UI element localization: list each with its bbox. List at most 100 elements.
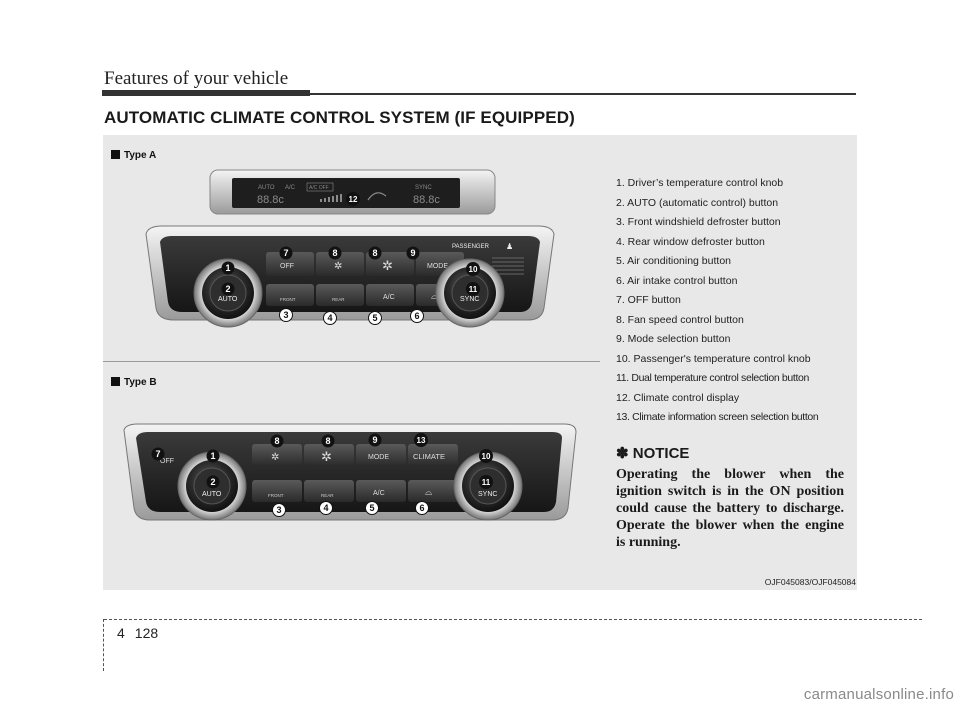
notice-body: Operating the blower when the ignition s…	[616, 467, 844, 550]
svg-text:9: 9	[372, 435, 377, 445]
callout-4: 4	[323, 311, 337, 325]
ac-button[interactable]	[356, 480, 406, 502]
callout-8a: 8	[328, 246, 342, 260]
svg-text:10: 10	[482, 452, 491, 461]
car-recirculation-icon: ⌓	[431, 291, 438, 301]
callout-10: 10	[479, 449, 493, 463]
svg-text:CLIMATE: CLIMATE	[413, 452, 445, 461]
fan-small-icon: ✲	[334, 261, 342, 272]
callout-7: 7	[279, 246, 293, 260]
svg-text:11: 11	[469, 285, 478, 294]
list-item: 1. Driver’s temperature control knob	[616, 177, 784, 189]
svg-text:MODE: MODE	[427, 263, 448, 270]
callout-3: 3	[279, 308, 293, 322]
list-item: 4. Rear window defroster button	[616, 235, 765, 248]
svg-text:7: 7	[155, 449, 160, 459]
section-heading: AUTOMATIC CLIMATE CONTROL SYSTEM (IF EQU…	[104, 108, 575, 127]
svg-text:2: 2	[225, 284, 230, 294]
svg-text:13: 13	[417, 436, 426, 445]
callout-8b: 8	[321, 434, 335, 448]
svg-text:REAR: REAR	[321, 493, 334, 498]
square-bullet-icon	[111, 377, 120, 386]
svg-text:12: 12	[349, 195, 358, 204]
callout-7: 7	[151, 447, 165, 461]
display-auto-indicator: AUTO	[258, 185, 275, 191]
climate-button[interactable]	[408, 444, 458, 466]
list-item: 12. Climate control display	[616, 391, 740, 404]
svg-text:8: 8	[325, 436, 330, 446]
fan-speed-up-button[interactable]	[304, 444, 354, 466]
svg-text:1: 1	[210, 451, 215, 461]
callout-9: 9	[368, 433, 382, 447]
svg-text:REAR: REAR	[332, 297, 345, 302]
rear-defrost-button[interactable]	[304, 480, 354, 502]
type-a-label: Type A	[111, 150, 156, 161]
callout-5: 5	[368, 311, 382, 325]
parts-list: 1. Driver’s temperature control knob 2. …	[616, 176, 852, 430]
type-b-label: Type B	[111, 377, 157, 388]
list-item: 6. Air intake control button	[616, 274, 738, 287]
svg-text:3: 3	[276, 505, 281, 515]
display-ac-indicator: A/C	[285, 185, 296, 191]
front-defrost-button[interactable]	[252, 480, 302, 502]
list-item: 7. OFF button	[616, 294, 681, 306]
svg-text:5: 5	[372, 313, 377, 323]
callout-1: 1	[206, 449, 220, 463]
svg-text:7: 7	[283, 248, 288, 258]
svg-text:SYNC: SYNC	[478, 491, 497, 498]
display-airflow-icon	[367, 192, 387, 201]
svg-text:OFF: OFF	[280, 263, 294, 270]
fan-speed-down-button[interactable]	[252, 444, 302, 466]
callout-8a: 8	[270, 434, 284, 448]
callout-2: 2	[221, 282, 235, 296]
front-defrost-button[interactable]	[266, 284, 314, 306]
list-item: 8. Fan speed control button	[616, 313, 744, 326]
figure-code: OJF045083/OJF045084	[764, 577, 856, 587]
callout-1: 1	[221, 261, 235, 275]
rear-defrost-button[interactable]	[316, 284, 364, 306]
fan-level-bars	[320, 194, 342, 202]
display-ac-off-indicator: A/C OFF	[309, 185, 329, 191]
fan-speed-down-button[interactable]	[316, 252, 364, 276]
svg-text:A/C: A/C	[383, 294, 395, 301]
header-rule-thick	[102, 90, 310, 96]
list-item: 5. Air conditioning button	[616, 255, 731, 267]
callout-2: 2	[206, 475, 220, 489]
notice-asterisk-icon: ✽	[616, 445, 629, 462]
svg-text:AUTO: AUTO	[202, 491, 222, 498]
callout-6: 6	[415, 501, 429, 515]
svg-text:10: 10	[469, 265, 478, 274]
display-sync-indicator: SYNC	[415, 185, 432, 191]
notice-title: ✽ NOTICE	[616, 445, 690, 462]
display-ac-off-box	[306, 182, 334, 192]
type-a-illustration: AUTO A/C A/C OFF SYNC 88.8c 88.8c OFF ✲ …	[145, 169, 555, 328]
svg-text:11: 11	[482, 478, 491, 487]
header-rule-thin	[310, 93, 856, 95]
svg-text:1: 1	[225, 263, 230, 273]
svg-text:AUTO: AUTO	[218, 296, 238, 303]
list-item: 3. Front windshield defroster button	[616, 216, 781, 228]
list-item: 11. Dual temperature control selection b…	[616, 372, 810, 384]
svg-text:SYNC: SYNC	[460, 296, 479, 303]
off-button[interactable]	[266, 252, 314, 276]
air-intake-button[interactable]	[408, 480, 458, 502]
svg-text:FRONT: FRONT	[268, 493, 284, 498]
display-left-temp: 88.8c	[257, 194, 284, 206]
passenger-seat-icon: ♟	[506, 242, 513, 251]
svg-text:5: 5	[369, 503, 374, 513]
ac-button[interactable]	[366, 284, 414, 306]
callout-3: 3	[272, 503, 286, 517]
callout-12: 12	[346, 192, 360, 206]
passenger-label: PASSENGER	[452, 244, 490, 250]
off-button-label[interactable]: OFF	[160, 458, 174, 465]
list-item: 9. Mode selection button	[616, 333, 731, 345]
type-b-illustration: OFF ✲ ✲ MODE CLIMATE FRONT REAR A/C ⌓ AU…	[123, 423, 577, 521]
svg-text:8: 8	[274, 436, 279, 446]
svg-text:9: 9	[410, 248, 415, 258]
svg-text:6: 6	[414, 311, 419, 321]
type-divider	[103, 361, 600, 362]
mode-button[interactable]	[356, 444, 406, 466]
callout-8b: 8	[368, 246, 382, 260]
car-recirculation-icon: ⌓	[425, 487, 432, 497]
